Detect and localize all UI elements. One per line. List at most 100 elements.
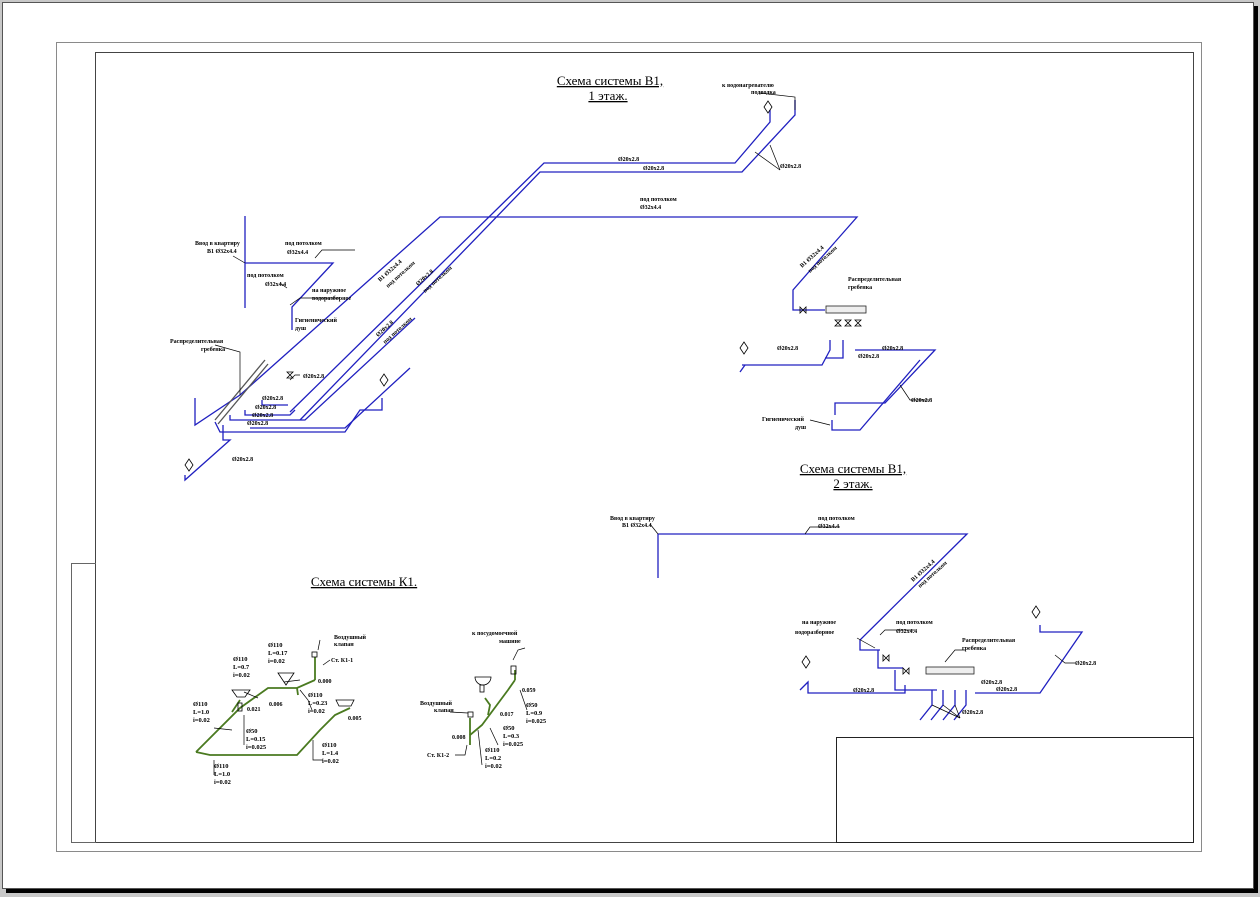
pipe-drop-3 <box>942 690 956 721</box>
faucet-icon <box>379 373 389 387</box>
pipe-right-5 <box>739 364 746 373</box>
label: L=0.2 <box>485 755 501 762</box>
pipe-main-d <box>250 367 411 429</box>
label: Ø20х2.8 <box>232 457 253 463</box>
label: 0.021 <box>247 707 261 713</box>
pipe-drop-4 <box>953 690 967 721</box>
label: под потолком <box>818 516 855 522</box>
inner-frame <box>95 52 1194 843</box>
label: Воздушный <box>420 700 453 707</box>
label: Ø32х4.4 <box>818 524 839 530</box>
label: Ø20х2.8 <box>996 687 1017 693</box>
v1-floor2-manifold <box>925 666 975 675</box>
pipe-right-1 <box>742 340 831 366</box>
label: Ввод в квартиру <box>195 241 240 247</box>
v1-floor1-fixtures <box>184 100 862 472</box>
label: под потолком <box>896 620 933 626</box>
k1-leaders-a <box>213 639 331 775</box>
sewer-pipe <box>195 707 351 756</box>
sewer-pipe <box>296 687 299 696</box>
k1-fixtures-a <box>231 651 355 712</box>
label: Ø20х2.8 <box>643 166 664 172</box>
k1-fixtures-b <box>467 665 517 718</box>
pipe-right-2 <box>825 340 844 359</box>
label: водоразборное <box>795 629 835 636</box>
label: Ø110 <box>233 656 247 663</box>
k1-pipes-a <box>195 657 351 756</box>
pipe-right-3 <box>834 349 937 415</box>
k1-pipes-b <box>469 670 516 745</box>
pipe-manifold-left-2 <box>217 363 269 425</box>
v1-floor1-pipes <box>184 100 937 482</box>
label: L=1.4 <box>322 750 339 757</box>
bathtub-icon <box>335 699 355 707</box>
valve-icon <box>882 654 890 662</box>
label: Ø110 <box>214 763 228 770</box>
label: 0.000 <box>318 679 332 685</box>
label: Ø20х2.8 <box>962 710 983 716</box>
label: Ø110 <box>193 701 207 708</box>
valve-icon <box>854 319 862 327</box>
pipe-branch-1 <box>877 650 903 669</box>
label: Ø20х2.8 <box>981 680 1002 686</box>
title-block <box>836 737 1194 843</box>
label: Ø110 <box>268 642 282 649</box>
label: Ø32х4.4 <box>896 629 917 635</box>
pipe-input-branch <box>245 262 335 330</box>
faucet-icon <box>739 341 749 355</box>
sink-icon <box>231 689 251 698</box>
label: i=0.02 <box>268 658 285 665</box>
label: подводка <box>751 90 776 96</box>
vent-valve-icon <box>467 711 474 718</box>
valve-icon <box>834 319 842 327</box>
v1-floor1-right-manifold <box>825 305 867 314</box>
label: Ø20х2.8 <box>1075 661 1096 667</box>
pipe-main-c <box>299 100 796 421</box>
label: Распределительная <box>848 277 902 283</box>
k1-labels-b: к посудомоечной машине Воздушный клапан … <box>420 630 547 770</box>
pipe-main-b <box>289 110 771 413</box>
label: L=0.17 <box>268 650 288 657</box>
v1-floor2-labels: Ввод в квартиру В1 Ø32х4.4 под потолком … <box>610 516 1096 716</box>
v1-floor2-leaders <box>649 523 1075 719</box>
label: под потолком <box>285 241 322 247</box>
pipe-drop-1 <box>919 690 933 721</box>
label: к водонагревателю <box>722 83 774 89</box>
label: Ø32х4.4 <box>265 282 286 288</box>
label: i=0.02 <box>485 763 502 770</box>
label: Ø20х2.8 <box>255 405 276 411</box>
valve-icon <box>799 306 807 314</box>
pipe-right-riser <box>792 241 836 311</box>
label: Ø20х2.8 <box>858 354 879 360</box>
label: i=0.025 <box>246 744 267 751</box>
label: Ø32х4.4 <box>287 250 308 256</box>
k1-leaders-b <box>449 647 528 766</box>
label: Ø20х2.8 <box>247 421 268 427</box>
pipe-right <box>975 625 1084 694</box>
pipe-branch-2 <box>894 670 937 691</box>
label: i=0.02 <box>308 708 325 715</box>
label: L=1.0 <box>214 771 230 778</box>
valve-icon <box>844 319 852 327</box>
label: на наружное <box>802 620 836 626</box>
label: Ø20х2.8 <box>853 688 874 694</box>
pipe-lower-1 <box>214 398 383 433</box>
sewer-pipe <box>484 697 491 716</box>
pipe-main-a <box>194 216 859 427</box>
label: Ø50 <box>526 702 538 709</box>
pipe-lower-3 <box>244 409 296 416</box>
label: 0.059 <box>522 688 536 694</box>
label: Ø20х2.8 <box>618 157 639 163</box>
pipe-lower-4 <box>261 400 288 406</box>
sewer-pipe <box>231 699 241 713</box>
label: Ввод в квартиру <box>610 516 655 522</box>
title-v1-floor1: Схема системы В1, 1 этаж. <box>557 73 663 103</box>
label: Ø50 <box>503 725 515 732</box>
label: i=0.025 <box>503 741 524 748</box>
title-v1-floor1-line1: Схема системы В1, <box>557 73 663 88</box>
label: под потолком <box>247 273 284 279</box>
label: В1 Ø32х4.4 <box>207 249 237 255</box>
valve-icon <box>286 371 294 379</box>
label: В1 Ø32х4.4 <box>622 523 652 529</box>
